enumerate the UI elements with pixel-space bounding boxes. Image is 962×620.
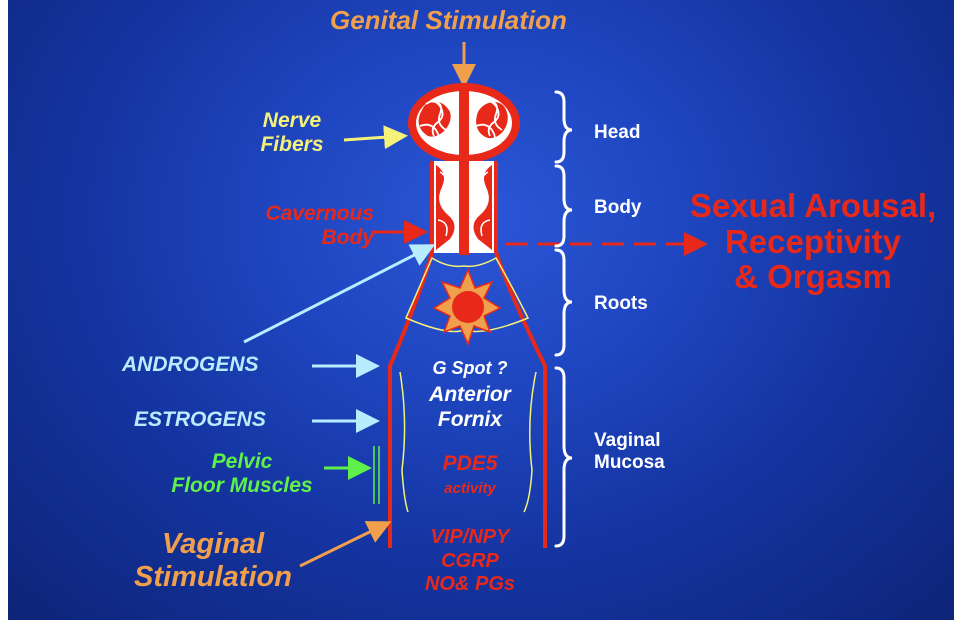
anterior-fornix-label: Anterior Fornix bbox=[390, 382, 550, 432]
androgens-diagonal-arrow bbox=[244, 247, 430, 342]
head-label: Head bbox=[594, 122, 640, 144]
brace-vaginal-mucosa bbox=[556, 368, 572, 546]
pelvic-line-2: Floor Muscles bbox=[160, 474, 324, 498]
nerve-fibers-line-2: Fibers bbox=[248, 133, 336, 157]
anterior-line: Anterior bbox=[390, 382, 550, 407]
fornix-line: Fornix bbox=[390, 407, 550, 432]
vaginal-stim-line-1: Vaginal bbox=[118, 528, 308, 561]
vip-npy-line: VIP/NPY bbox=[370, 526, 570, 550]
cavernous-body-line-2: Body bbox=[224, 226, 374, 250]
androgens-label: ANDROGENS bbox=[122, 353, 259, 377]
clitoral-body bbox=[432, 160, 496, 255]
vaginal-mucosa-label: Vaginal Mucosa bbox=[594, 430, 665, 474]
outcome-line-1: Sexual Arousal, bbox=[668, 188, 954, 224]
outcome-label: Sexual Arousal, Receptivity & Orgasm bbox=[668, 188, 954, 295]
nerve-fibers-label: Nerve Fibers bbox=[248, 109, 336, 157]
nerve-fibers-line-1: Nerve bbox=[248, 109, 336, 133]
roots-label: Roots bbox=[594, 293, 648, 315]
outcome-line-3: & Orgasm bbox=[668, 259, 954, 295]
pelvic-floor-muscles-label: Pelvic Floor Muscles bbox=[160, 450, 324, 498]
brace-body bbox=[556, 166, 572, 246]
diagram-slide: Genital Stimulation Nerve Fibers Caverno… bbox=[8, 0, 954, 620]
vaginal-stimulation-label: Vaginal Stimulation bbox=[118, 528, 308, 595]
cgrp-line: CGRP bbox=[370, 550, 570, 574]
brace-head bbox=[556, 92, 572, 162]
g-spot-label: G Spot ? bbox=[400, 358, 540, 379]
brace-roots bbox=[556, 250, 572, 355]
nerve-fibers-arrow bbox=[344, 136, 402, 140]
estrogens-label: ESTROGENS bbox=[134, 408, 266, 432]
pelvic-floor-muscles bbox=[374, 446, 379, 504]
body-label: Body bbox=[594, 197, 642, 219]
right-braces bbox=[556, 92, 572, 546]
neurotransmitters-label: VIP/NPY CGRP NO& PGs bbox=[370, 526, 570, 597]
vaginal-mucosa-line-1: Vaginal bbox=[594, 430, 665, 452]
vaginal-stim-line-2: Stimulation bbox=[118, 561, 308, 594]
genital-stimulation-label: Genital Stimulation bbox=[330, 6, 567, 36]
vaginal-mucosa-line-2: Mucosa bbox=[594, 452, 665, 474]
pelvic-line-1: Pelvic bbox=[160, 450, 324, 474]
g-spot-sun bbox=[434, 270, 500, 344]
activity-label: activity bbox=[390, 480, 550, 497]
pde5-label: PDE5 bbox=[390, 452, 550, 476]
cavernous-body-label: Cavernous Body bbox=[224, 202, 374, 250]
outcome-line-2: Receptivity bbox=[668, 224, 954, 260]
no-pgs-line: NO& PGs bbox=[370, 573, 570, 597]
cavernous-body-line-1: Cavernous bbox=[224, 202, 374, 226]
clitoral-head bbox=[410, 85, 518, 161]
